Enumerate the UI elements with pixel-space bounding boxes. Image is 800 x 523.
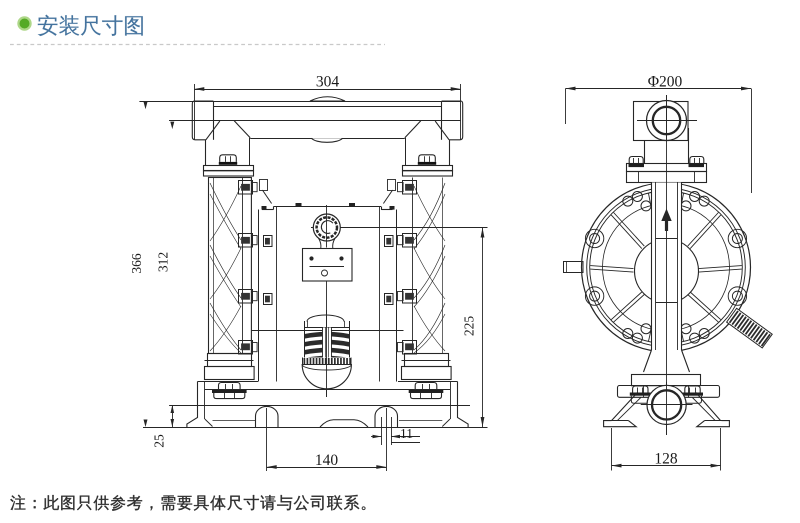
- svg-text:128: 128: [654, 451, 678, 468]
- svg-text:Φ200: Φ200: [648, 74, 683, 91]
- svg-text:225: 225: [462, 316, 477, 337]
- svg-text:11: 11: [400, 426, 413, 441]
- svg-text:312: 312: [156, 252, 171, 272]
- svg-text:140: 140: [315, 452, 339, 469]
- svg-text:366: 366: [129, 253, 144, 274]
- svg-text:25: 25: [152, 434, 167, 448]
- svg-text:304: 304: [316, 74, 340, 91]
